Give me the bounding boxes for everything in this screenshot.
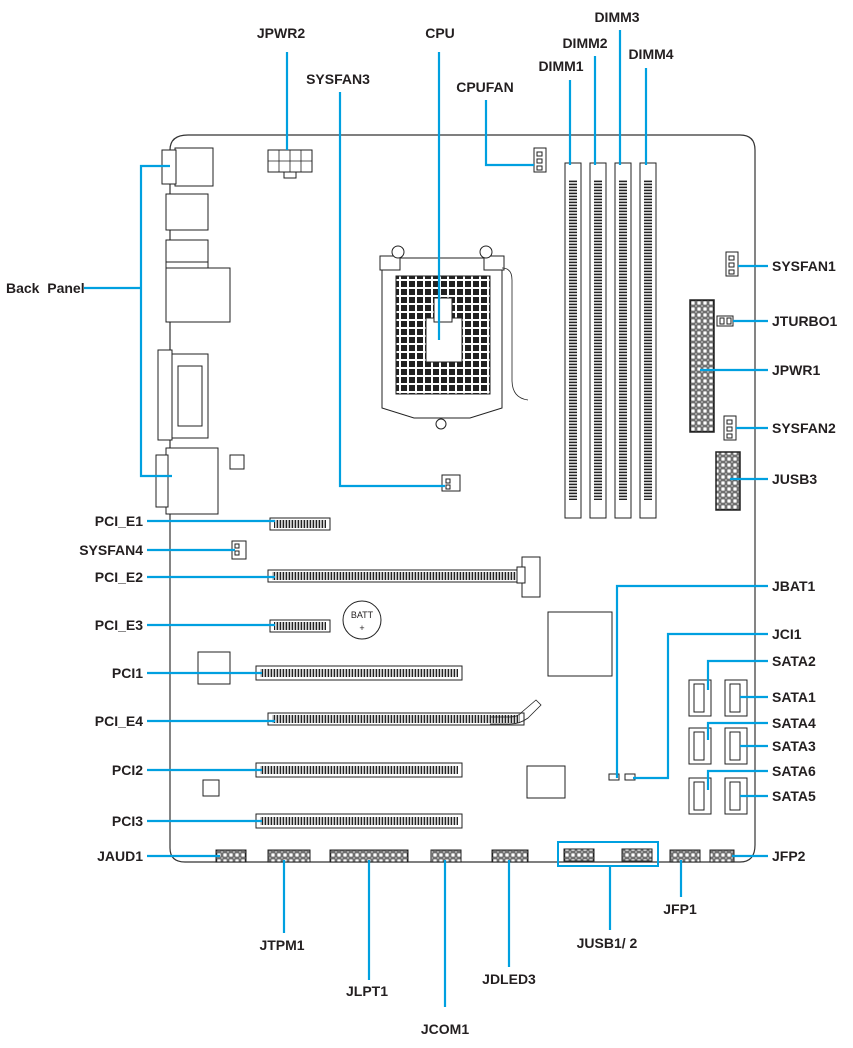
label-jpwr2: JPWR2 — [257, 25, 305, 41]
pci-e3-slot — [269, 619, 331, 633]
battery-plus: + — [359, 623, 364, 633]
label-jfp2: JFP2 — [772, 848, 806, 864]
label-jbat1: JBAT1 — [772, 578, 816, 594]
cpu-socket — [379, 245, 529, 430]
jpwr2-connector — [267, 149, 313, 179]
label-pci-e3: PCI_E3 — [95, 617, 143, 633]
label-dimm1: DIMM1 — [538, 58, 583, 74]
label-jcom1: JCOM1 — [421, 1021, 469, 1037]
chipset-main — [547, 611, 613, 677]
jfp1-header — [669, 849, 701, 863]
label-pci2: PCI2 — [112, 762, 143, 778]
leader-lines — [84, 30, 768, 1007]
label-pci-e4: PCI_E4 — [95, 713, 143, 729]
label-sata1: SATA1 — [772, 689, 816, 705]
jfp2-header — [709, 849, 735, 863]
jusb2-header — [621, 848, 653, 862]
label-jusb3: JUSB3 — [772, 471, 817, 487]
jpwr1-connector — [689, 299, 715, 433]
jbat1-jci1-headers — [608, 773, 636, 781]
jturbo1-header — [716, 315, 734, 327]
label-jci1: JCI1 — [772, 626, 802, 642]
label-sysfan2: SYSFAN2 — [772, 420, 836, 436]
jusb3-header — [715, 451, 741, 511]
label-pci3: PCI3 — [112, 813, 143, 829]
pci2-slot — [255, 762, 463, 778]
label-sata5: SATA5 — [772, 788, 816, 804]
battery: BATT + — [342, 600, 382, 640]
sysfan3-header — [441, 474, 461, 492]
label-sysfan4: SYSFAN4 — [79, 542, 143, 558]
label-jfp1: JFP1 — [663, 901, 697, 917]
jtpm1-header — [267, 849, 311, 863]
label-jlpt1: JLPT1 — [346, 983, 388, 999]
dimm-slots — [564, 162, 657, 519]
battery-label: BATT — [351, 610, 374, 620]
pci-e4-slot — [267, 699, 542, 726]
label-back-panel: Back Panel — [6, 280, 85, 296]
label-pci-e2: PCI_E2 — [95, 569, 143, 585]
label-jusb12: JUSB1/ 2 — [577, 935, 638, 951]
jusb12-highlight — [557, 841, 659, 867]
jusb1-header — [563, 848, 595, 862]
label-dimm2: DIMM2 — [562, 35, 607, 51]
label-jtpm1: JTPM1 — [259, 937, 304, 953]
label-sata6: SATA6 — [772, 763, 816, 779]
sata-connectors — [688, 679, 748, 815]
sysfan4-header — [231, 540, 247, 560]
label-sysfan1: SYSFAN1 — [772, 258, 836, 274]
label-cpu: CPU — [425, 25, 455, 41]
pci1-slot — [255, 665, 463, 681]
chip-small-2 — [202, 779, 220, 797]
label-sata3: SATA3 — [772, 738, 816, 754]
chipset-secondary — [526, 765, 566, 799]
back-panel-io — [155, 147, 245, 515]
pci-e1-slot — [269, 517, 331, 531]
label-jturbo1: JTURBO1 — [772, 313, 838, 329]
label-dimm3: DIMM3 — [594, 9, 639, 25]
pci3-slot — [255, 813, 463, 829]
label-cpufan: CPUFAN — [456, 79, 514, 95]
sysfan2-header — [723, 415, 737, 441]
label-jpwr1: JPWR1 — [772, 362, 820, 378]
label-dimm4: DIMM4 — [628, 46, 673, 62]
label-jdled3: JDLED3 — [482, 971, 536, 987]
label-sata2: SATA2 — [772, 653, 816, 669]
chip-small-1 — [197, 651, 231, 685]
label-pci1: PCI1 — [112, 665, 143, 681]
label-pci-e1: PCI_E1 — [95, 513, 143, 529]
jaud1-header — [215, 849, 247, 863]
board-outline — [169, 134, 756, 863]
pci-e2-slot — [267, 556, 541, 598]
cpufan-header — [533, 147, 547, 173]
label-sysfan3: SYSFAN3 — [306, 71, 370, 87]
label-sata4: SATA4 — [772, 715, 816, 731]
label-jaud1: JAUD1 — [97, 848, 143, 864]
sysfan1-header — [725, 251, 739, 277]
